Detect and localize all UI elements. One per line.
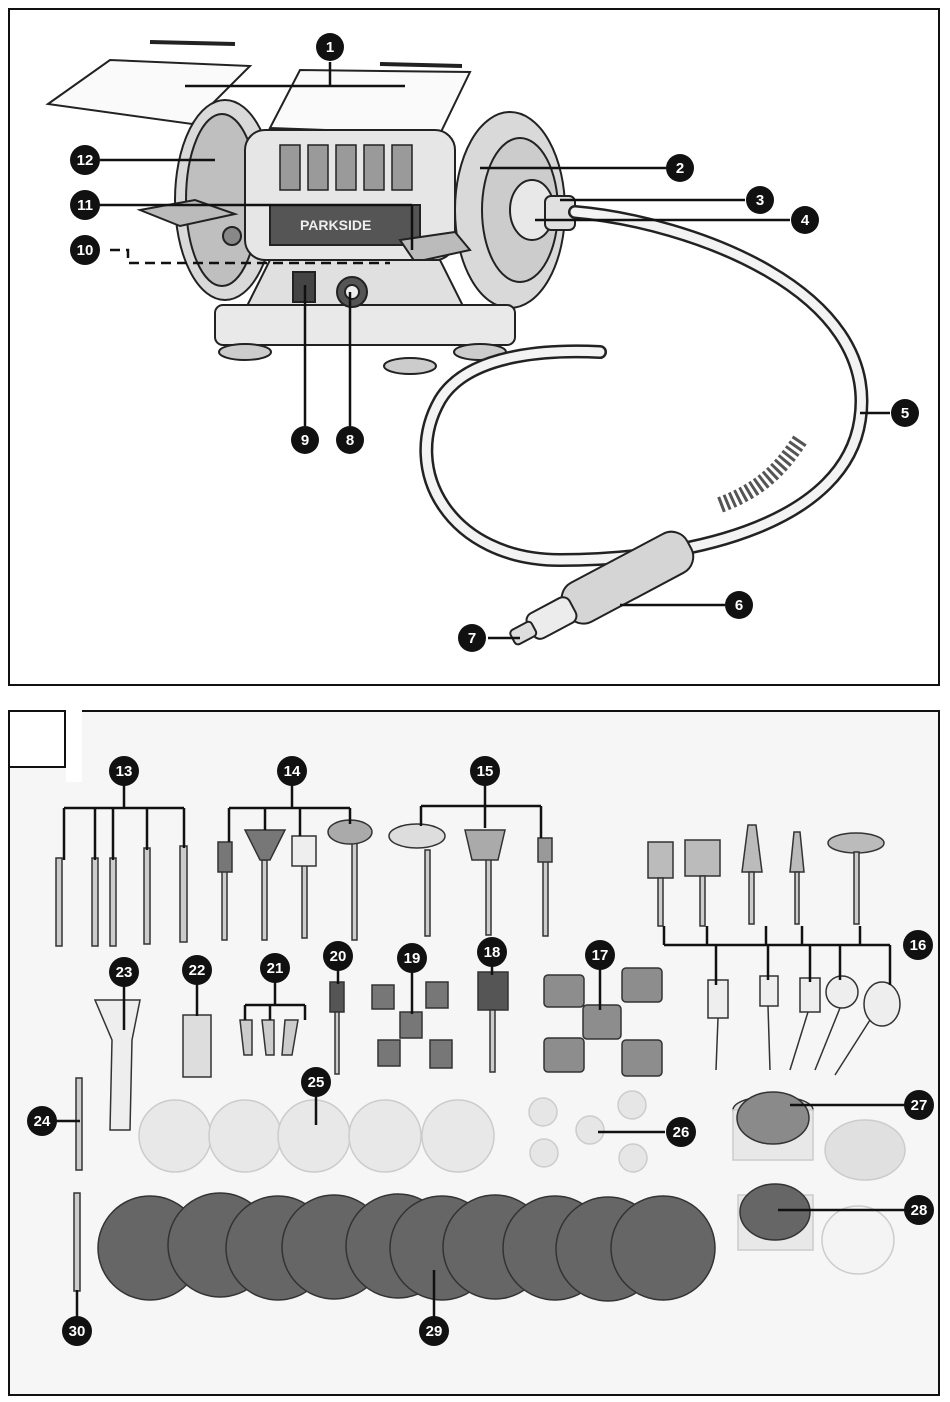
callout-12: 12 [70,145,100,175]
callout-26: 26 [666,1117,696,1147]
brand-text: PARKSIDE [300,217,371,233]
svg-text:28: 28 [911,1202,928,1219]
svg-text:9: 9 [301,432,309,449]
callout-22: 22 [182,955,212,985]
collets [240,1020,298,1055]
accessories-illustration [56,820,905,1301]
callout-14: 14 [277,756,307,786]
callout-27: 27 [904,1090,934,1120]
callout-18: 18 [477,937,507,967]
svg-text:1: 1 [326,39,334,56]
wire-brushes [389,824,552,936]
svg-text:29: 29 [426,1323,443,1340]
svg-text:13: 13 [116,763,133,780]
callout-17: 17 [585,940,615,970]
callout-7: 7 [458,624,486,652]
polishing-compound-jars [733,1092,905,1274]
svg-text:27: 27 [911,1097,928,1114]
svg-text:20: 20 [330,948,347,965]
svg-text:5: 5 [901,405,909,422]
svg-text:14: 14 [284,763,301,780]
cutting-disc-mandrel [74,1193,80,1291]
svg-text:21: 21 [267,960,284,977]
svg-text:3: 3 [756,192,764,209]
svg-text:17: 17 [592,947,609,964]
sanding-drum [478,972,508,1010]
grinding-stones [648,825,900,1075]
cleaning-stone [183,1015,211,1077]
callout-1: 1 [316,33,344,61]
svg-text:16: 16 [910,937,927,954]
callout-28: 28 [904,1195,934,1225]
callout-25: 25 [301,1067,331,1097]
svg-text:18: 18 [484,944,501,961]
callout-30: 30 [62,1316,92,1346]
callout-11: 11 [70,190,100,220]
callout-9: 9 [291,426,319,454]
callout-19: 19 [397,943,427,973]
engraving-bits [56,846,187,946]
svg-text:19: 19 [404,950,421,967]
svg-text:11: 11 [77,197,93,214]
svg-text:26: 26 [673,1124,690,1141]
callout-5: 5 [891,399,919,427]
svg-text:15: 15 [477,763,494,780]
callout-8: 8 [336,426,364,454]
callout-13: 13 [109,756,139,786]
callout-6: 6 [725,591,753,619]
svg-text:22: 22 [189,962,206,979]
callout-29: 29 [419,1316,449,1346]
svg-text:4: 4 [801,212,810,229]
cutting-discs [98,1193,715,1301]
callout-15: 15 [470,756,500,786]
svg-text:23: 23 [116,964,133,981]
right-eye-shield [270,70,470,134]
callout-23: 23 [109,957,139,987]
callout-21: 21 [260,953,290,983]
wrench [95,1000,140,1130]
callout-4: 4 [791,206,819,234]
callout-16: 16 [903,930,933,960]
mandrel [330,982,344,1012]
sanding-bands [544,968,662,1076]
callout-2: 2 [666,154,694,182]
callout-24: 24 [27,1106,57,1136]
callout-20: 20 [323,941,353,971]
svg-text:10: 10 [77,242,94,259]
callout-10: 10 [70,235,100,265]
svg-text:8: 8 [346,432,354,449]
svg-text:7: 7 [468,630,476,647]
callout-3: 3 [746,186,774,214]
brushes [218,820,372,940]
svg-text:25: 25 [308,1074,325,1091]
svg-text:12: 12 [77,152,94,169]
svg-text:30: 30 [69,1323,86,1340]
bench-grinder-illustration: PARKSIDE [48,42,861,658]
svg-text:2: 2 [676,160,684,177]
handpiece [502,525,699,658]
screw-mandrel [76,1078,82,1170]
svg-text:24: 24 [34,1113,51,1130]
svg-text:6: 6 [735,597,743,614]
